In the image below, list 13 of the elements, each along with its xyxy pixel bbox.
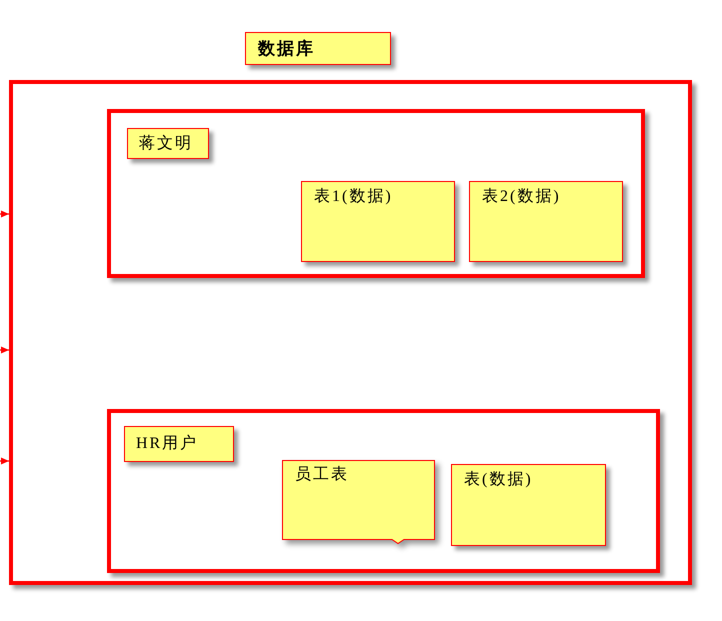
table-box: 表(数据) <box>451 464 606 546</box>
group-box <box>107 109 645 278</box>
callout-box: 员工表 <box>282 460 435 545</box>
arrow <box>0 210 9 218</box>
table-box: 表1(数据) <box>301 181 455 262</box>
label-box: HR用户 <box>124 426 234 462</box>
container-box <box>9 80 692 585</box>
table-box: 表2(数据) <box>469 181 623 262</box>
label-box: 数据库 <box>245 32 391 65</box>
group-box <box>107 409 660 573</box>
label-box: 蒋文明 <box>127 128 209 159</box>
arrow <box>0 458 9 464</box>
arrow <box>0 346 9 354</box>
